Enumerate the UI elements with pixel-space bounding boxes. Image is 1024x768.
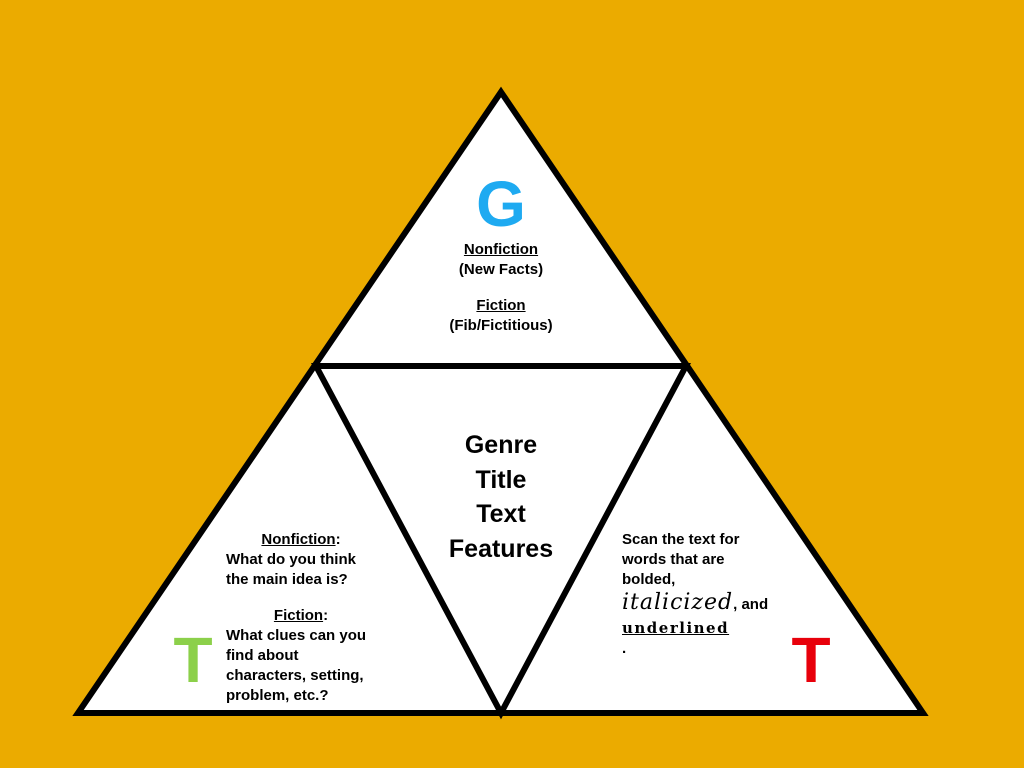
inner-inverted-triangle xyxy=(311,363,691,720)
right-italicized-word: italicized xyxy=(622,590,734,615)
left-nonfiction-label: Nonfiction xyxy=(261,531,336,548)
right-text-block: Scan the text for words that are bolded,… xyxy=(622,530,797,659)
top-fiction-desc: (Fib/Fictitious) xyxy=(449,317,553,334)
top-nonfiction-desc: (New Facts) xyxy=(458,261,544,278)
left-fiction-label: Fiction xyxy=(273,607,324,624)
left-text-block: Nonfiction: What do you think the main i… xyxy=(226,530,396,706)
center-line-title: Title xyxy=(475,465,527,494)
left-nonfiction-colon: : xyxy=(335,531,341,548)
left-fiction-q2: find about xyxy=(226,647,299,664)
top-nonfiction-label: Nonfiction xyxy=(463,241,539,258)
right-line-1: Scan the text for xyxy=(622,531,740,548)
right-bolded-word: bolded xyxy=(622,571,672,588)
center-text-block: Genre Title Text Features xyxy=(421,428,581,566)
left-t-letter: T xyxy=(173,624,213,696)
right-comma: , xyxy=(671,571,676,588)
right-t-letter: T xyxy=(791,624,831,696)
g-letter: G xyxy=(476,168,526,240)
right-period: . xyxy=(622,640,627,657)
left-nonfiction-q1: What do you think xyxy=(226,551,356,568)
right-underlined-word: underlined xyxy=(622,619,730,637)
top-text-block: Nonfiction (New Facts) Fiction (Fib/Fict… xyxy=(401,240,601,336)
right-line-2: words that are xyxy=(622,551,725,568)
left-fiction-q4: problem, etc.? xyxy=(226,687,329,704)
center-line-features: Features xyxy=(448,534,554,563)
center-line-genre: Genre xyxy=(464,431,538,459)
left-fiction-q3: characters, setting, xyxy=(226,667,364,684)
top-fiction-label: Fiction xyxy=(476,297,526,314)
left-fiction-colon: : xyxy=(323,607,329,624)
left-nonfiction-q2: the main idea is? xyxy=(226,571,348,588)
right-and: , and xyxy=(733,596,769,613)
center-line-text: Text xyxy=(476,500,526,528)
left-fiction-q1: What clues can you xyxy=(226,627,367,644)
